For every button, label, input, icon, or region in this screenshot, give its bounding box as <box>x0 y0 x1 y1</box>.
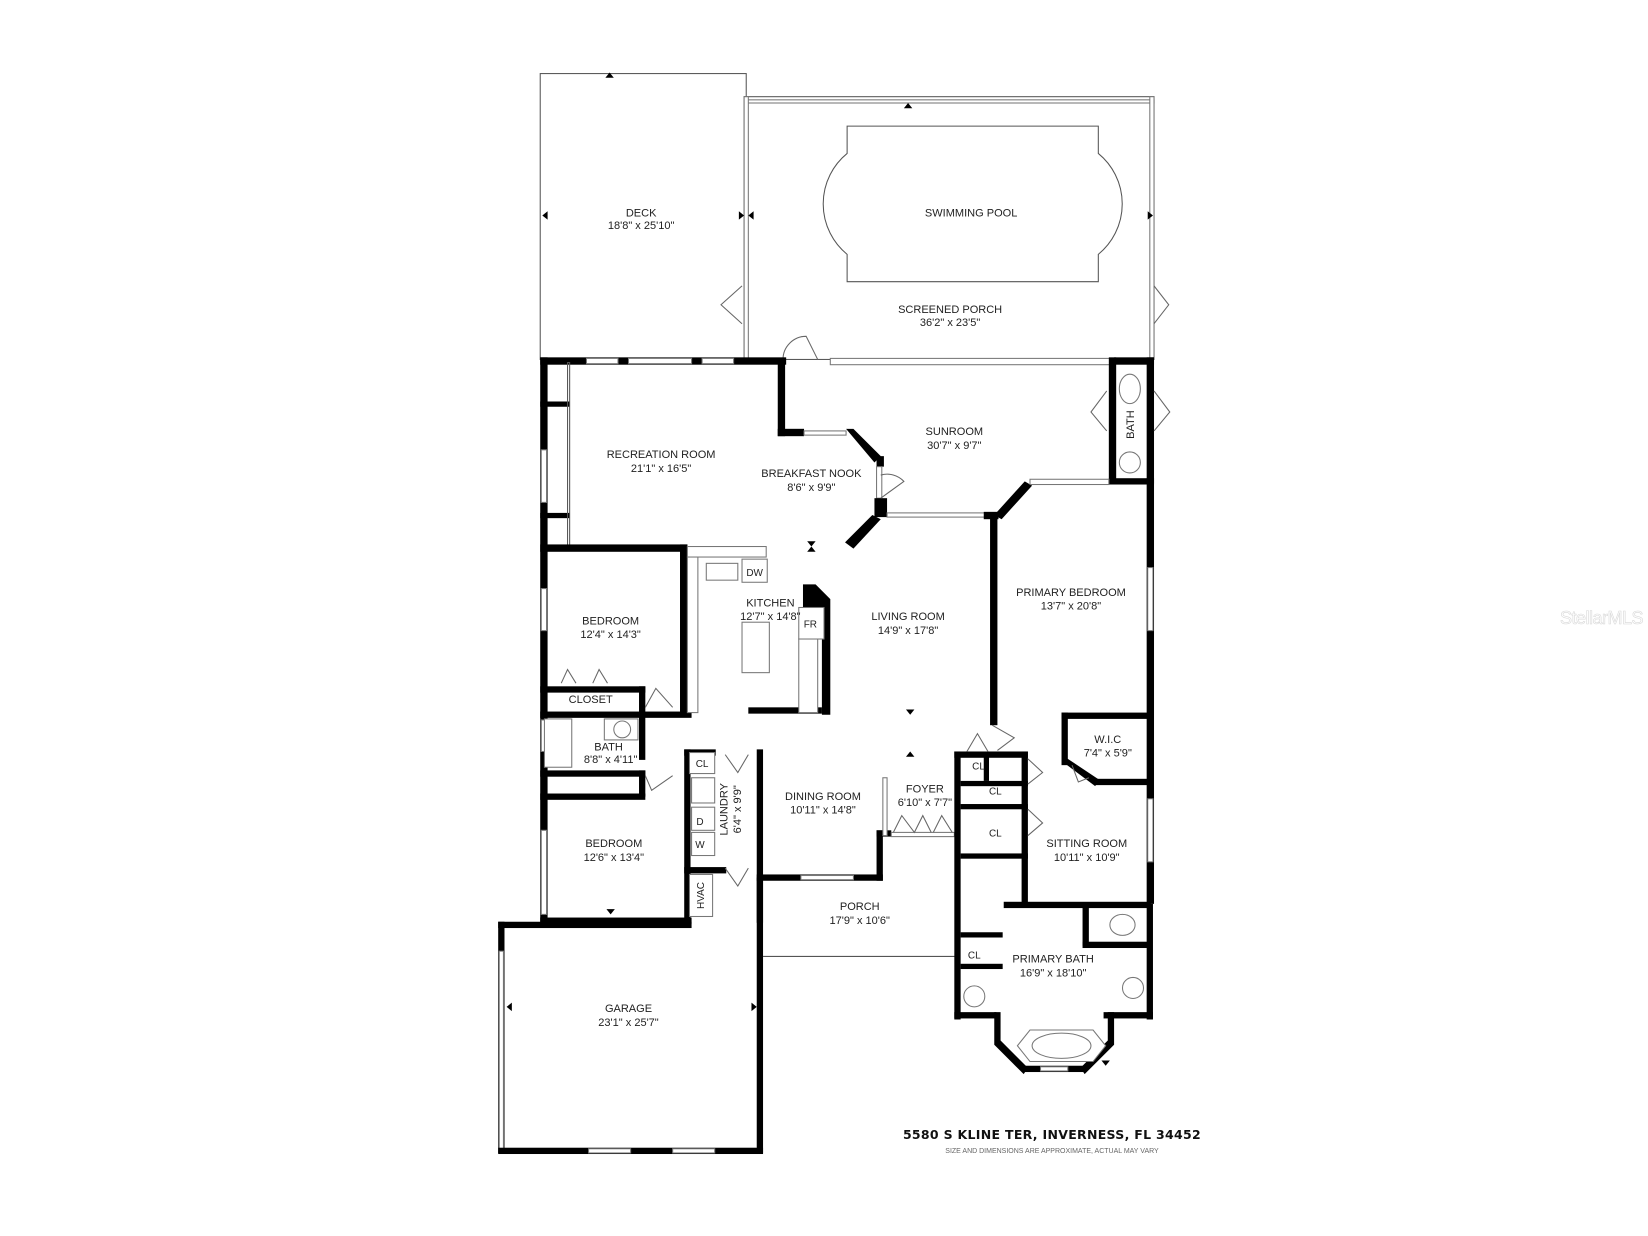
measurement-markers <box>506 72 1153 1066</box>
deck-dims: 18'8" x 25'10" <box>608 220 675 232</box>
fixture-labels: DW FR CL D W HVAC CL CL CL CL <box>695 568 1002 962</box>
bedroom-1-label: BEDROOM <box>582 615 639 627</box>
garage-label: GARAGE <box>605 1003 652 1015</box>
primary-bath-dims: 16'9" x 18'10" <box>1020 967 1087 979</box>
primary-bath-label: PRIMARY BATH <box>1012 954 1093 966</box>
closet-label: CLOSET <box>569 694 613 706</box>
room-labels: DECK 18'8" x 25'10" SWIMMING POOL SCREEN… <box>569 208 1137 1029</box>
kitchen-label: KITCHEN <box>746 597 794 609</box>
closet-cl-4-label: CL <box>968 951 981 962</box>
closet-cl-3-label: CL <box>989 829 1002 840</box>
sunroom-dims: 30'7" x 9'7" <box>927 440 981 452</box>
laundry-dims: 6'4" x 9'9" <box>732 785 744 833</box>
primary-bedroom-label: PRIMARY BEDROOM <box>1016 587 1126 599</box>
washer-label: W <box>695 840 705 851</box>
deck-label: DECK <box>626 208 657 220</box>
breakfast-nook-dims: 8'6" x 9'9" <box>787 482 835 494</box>
property-address: 5580 S KLINE TER, INVERNESS, FL 34452 <box>902 1127 1202 1142</box>
porch-dims: 17'9" x 10'6" <box>830 915 891 927</box>
watermark-logo: StellarMLS <box>1560 608 1644 629</box>
dimensions-disclaimer: SIZE AND DIMENSIONS ARE APPROXIMATE, ACT… <box>945 1148 1159 1155</box>
recreation-room-label: RECREATION ROOM <box>607 449 716 461</box>
closet-cl-1-label: CL <box>972 761 985 772</box>
screened-porch-dims: 36'2" x 23'5" <box>920 317 981 329</box>
recreation-room-dims: 21'1" x 16'5" <box>631 463 692 475</box>
sitting-room-dims: 10'11" x 10'9" <box>1054 852 1120 864</box>
laundry-label: LAUNDRY <box>718 782 730 835</box>
pool-label: SWIMMING POOL <box>925 208 1017 220</box>
foyer-dims: 6'10" x 7'7" <box>898 797 952 809</box>
hall-bath-label: BATH <box>594 741 623 753</box>
bedroom-2-label: BEDROOM <box>585 838 642 850</box>
foyer-label: FOYER <box>906 783 944 795</box>
dishwasher-label: DW <box>746 568 763 579</box>
closet-cl-laundry-label: CL <box>696 759 709 770</box>
breakfast-nook-label: BREAKFAST NOOK <box>761 468 862 480</box>
sitting-room-label: SITTING ROOM <box>1046 838 1127 850</box>
living-room-label: LIVING ROOM <box>871 611 944 623</box>
sunroom-bath-label: BATH <box>1125 410 1137 439</box>
dryer-label: D <box>696 817 703 828</box>
sunroom-label: SUNROOM <box>926 426 984 438</box>
wic-label: W.I.C <box>1094 734 1121 746</box>
bedroom-1-dims: 12'4" x 14'3" <box>580 629 641 641</box>
kitchen-dims: 12'7" x 14'8" <box>740 611 801 623</box>
closet-cl-2-label: CL <box>989 787 1002 798</box>
bedroom-2-dims: 12'6" x 13'4" <box>584 852 645 864</box>
hvac-label: HVAC <box>696 882 707 909</box>
dining-room-label: DINING ROOM <box>785 791 861 803</box>
living-room-dims: 14'9" x 17'8" <box>878 625 939 637</box>
door-swings <box>560 390 1171 887</box>
wic-dims: 7'4" x 5'9" <box>1084 748 1132 760</box>
porch-label: PORCH <box>840 901 880 913</box>
hall-bath-dims: 8'8" x 4'11" <box>584 754 638 766</box>
garage-dims: 23'1" x 25'7" <box>598 1017 659 1029</box>
primary-bedroom-dims: 13'7" x 20'8" <box>1041 601 1102 613</box>
dining-room-dims: 10'11" x 14'8" <box>790 804 856 816</box>
house-walls <box>498 357 1155 1155</box>
screened-porch-label: SCREENED PORCH <box>898 304 1002 316</box>
fridge-label: FR <box>804 619 817 630</box>
